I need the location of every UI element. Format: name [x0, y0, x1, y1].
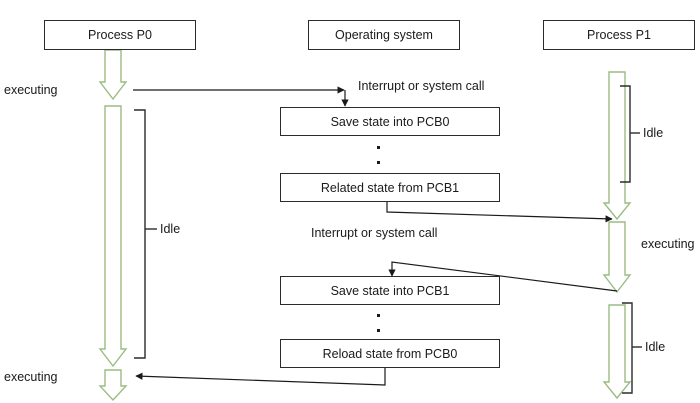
column-header-p1: Process P1	[543, 20, 695, 50]
os-step-reload-pcb0: Reload state from PCB0	[280, 339, 500, 368]
brace-p1-idle-top	[620, 85, 640, 183]
ellipsis-dot-2b	[377, 329, 380, 332]
p0-timeline-executing-bottom	[98, 369, 128, 402]
state-label-p1-idle-top: Idle	[643, 126, 664, 140]
p1-timeline-idle-top	[602, 71, 632, 221]
connector-reload-pcb0-to-p0	[135, 368, 386, 386]
os-step-save-pcb1: Save state into PCB1	[280, 276, 500, 305]
p0-timeline-executing-top	[98, 49, 128, 101]
p1-timeline-executing	[602, 221, 632, 294]
connector-reload-pcb1-to-p1	[386, 202, 613, 223]
column-header-os: Operating system	[308, 20, 460, 50]
os-step-save-pcb0: Save state into PCB0	[280, 107, 500, 136]
ellipsis-dot-1b	[377, 161, 380, 164]
state-label-p0-idle: Idle	[160, 222, 181, 236]
os-step-reload-pcb1-label: Related state from PCB1	[320, 180, 460, 195]
column-header-os-label: Operating system	[335, 28, 433, 42]
ellipsis-dot-1a	[377, 146, 380, 149]
brace-p1-idle-bottom	[622, 302, 642, 394]
os-step-save-pcb0-label: Save state into PCB0	[330, 114, 450, 129]
event-label-interrupt-1: Interrupt or system call	[358, 79, 485, 93]
column-header-p1-label: Process P1	[587, 28, 651, 42]
state-label-p1-executing: executing	[641, 237, 695, 251]
connector-p0-to-save-pcb0	[133, 86, 349, 107]
column-header-p0: Process P0	[44, 20, 196, 50]
os-step-reload-pcb0-label: Reload state from PCB0	[322, 346, 458, 361]
state-label-p0-executing-top: executing	[4, 83, 58, 97]
p1-timeline-idle-bottom	[602, 304, 632, 400]
state-label-p1-idle-bottom: Idle	[645, 340, 666, 354]
brace-p0-idle	[134, 109, 157, 359]
p0-timeline-idle	[98, 105, 128, 368]
connector-p1-to-save-pcb1	[388, 261, 618, 292]
os-step-reload-pcb1: Related state from PCB1	[280, 173, 500, 202]
state-label-p0-executing-bottom: executing	[4, 370, 58, 384]
column-header-p0-label: Process P0	[88, 28, 152, 42]
ellipsis-dot-2a	[377, 314, 380, 317]
event-label-interrupt-2: Interrupt or system call	[311, 226, 438, 240]
os-step-save-pcb1-label: Save state into PCB1	[330, 283, 450, 298]
